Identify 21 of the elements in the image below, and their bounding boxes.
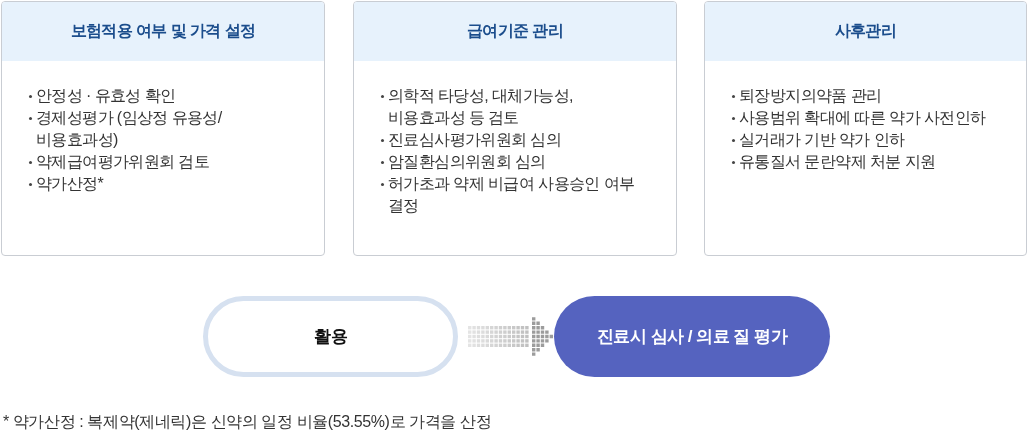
list-item: 실거래가 기반 약가 인하 (739, 130, 905, 150)
list-item: 암질환심의위원회 심의 (388, 152, 546, 172)
footnote: * 약가산정 : 복제약(제네릭)은 신약의 일정 비율(53.55%)로 가격을 산정 (3, 412, 492, 432)
list-item: 퇴장방지의약품 관리 (739, 86, 882, 106)
card-heading: 급여기준 관리 (354, 2, 676, 61)
list-item: 의학적 타당성, 대체가능성, 비용효과성 등 검토 (388, 86, 574, 128)
card-heading: 사후관리 (705, 2, 1026, 61)
list-item: 진료심사평가위원회 심의 (388, 130, 562, 150)
list-item: 사용범위 확대에 따른 약가 사전인하 (739, 108, 986, 128)
list-item: 경제성평가 (임상정 유용성/ 비용효과성) (36, 108, 223, 150)
info-card (353, 1, 677, 256)
list-item: 허가초과 약제 비급여 사용승인 여부 결정 (388, 174, 636, 216)
card-heading: 보험적용 여부 및 가격 설정 (2, 2, 324, 61)
process-pill: 활용 (203, 296, 458, 377)
list-item: 약제급여평가위원회 검토 (36, 152, 210, 172)
process-pill: 진료시 심사 / 의료 질 평가 (554, 296, 830, 377)
list-item: 안정성 · 유효성 확인 (36, 86, 176, 106)
list-item: 약가산정* (36, 174, 104, 194)
info-card (1, 1, 325, 256)
info-card (704, 1, 1027, 256)
list-item: 유통질서 문란약제 처분 지원 (739, 152, 936, 172)
